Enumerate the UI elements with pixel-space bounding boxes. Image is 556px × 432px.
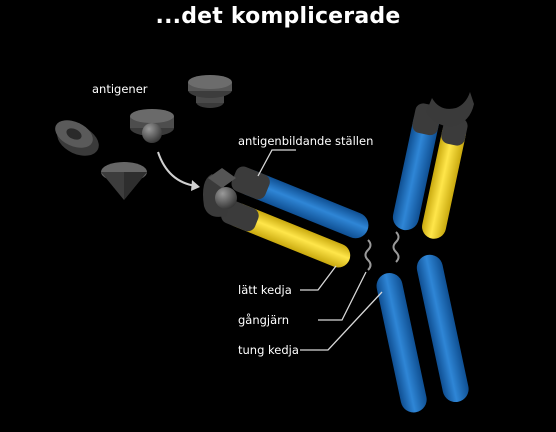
label-light-chain: lätt kedja <box>238 283 292 297</box>
label-antigens: antigener <box>92 82 148 96</box>
hinge-left <box>364 239 372 271</box>
antigen-cone <box>101 162 147 200</box>
antigen-ring-left <box>55 120 99 156</box>
antigen-cap-top <box>130 109 174 143</box>
label-binding-sites: antigenbildande ställen <box>238 134 374 148</box>
hinge-right <box>392 231 400 263</box>
heavy-chain-leader <box>300 291 383 351</box>
binding-sites-leader <box>257 149 296 177</box>
diagram-title: ...det komplicerade <box>155 4 401 29</box>
antibody-stem <box>376 254 469 413</box>
antibody-fragment-left <box>203 166 369 268</box>
light-chain-leader <box>300 265 337 291</box>
binding-arrow <box>157 151 197 187</box>
hinge-leader <box>318 271 367 321</box>
label-heavy-chain: tung kedja <box>238 343 299 357</box>
antigen-stack-top-right <box>188 75 232 108</box>
antibody-upper-arm <box>392 92 474 239</box>
label-hinge: gångjärn <box>238 313 289 327</box>
